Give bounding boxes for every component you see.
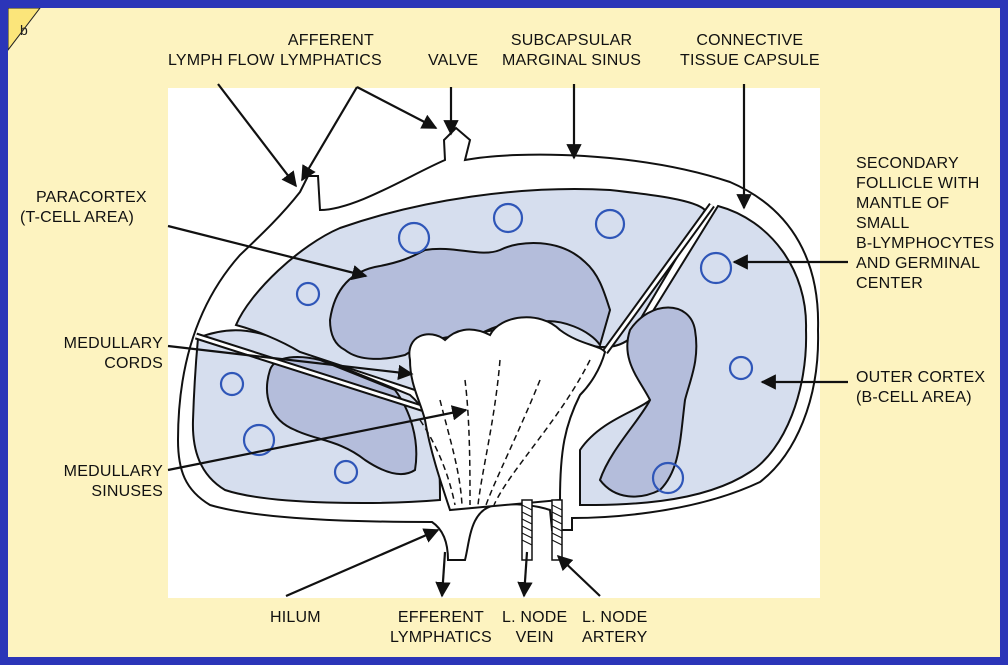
label-connective-tissue-capsule: CONNECTIVE TISSUE CAPSULE [680,31,820,71]
label-paracortex: PARACORTEX (T-CELL AREA) [20,188,147,228]
label-medullary-sinuses: MEDULLARY SINUSES [48,462,163,502]
panel-letter: b [20,22,28,38]
label-medullary-cords: MEDULLARY CORDS [48,334,163,374]
label-hilum: HILUM [270,608,321,628]
label-lymph-flow: LYMPH FLOW [168,51,275,71]
label-subcapsular-marginal-sinus: SUBCAPSULAR MARGINAL SINUS [502,31,641,71]
label-valve: VALVE [428,51,478,71]
label-node-artery: L. NODE ARTERY [582,608,648,648]
label-outer-cortex: OUTER CORTEX (B-CELL AREA) [856,368,985,408]
lymph-node-diagram [8,8,1000,657]
diagram-frame: b AFFERENT LYMPHATICS LYMPH FLOW VALVE S… [8,8,1000,657]
label-node-vein: L. NODE VEIN [502,608,567,648]
label-efferent-lymphatics: EFFERENT LYMPHATICS [390,608,492,648]
label-secondary-follicle: SECONDARY FOLLICLE WITH MANTLE OF SMALL … [856,154,994,294]
label-afferent-lymphatics: AFFERENT LYMPHATICS [280,31,382,71]
